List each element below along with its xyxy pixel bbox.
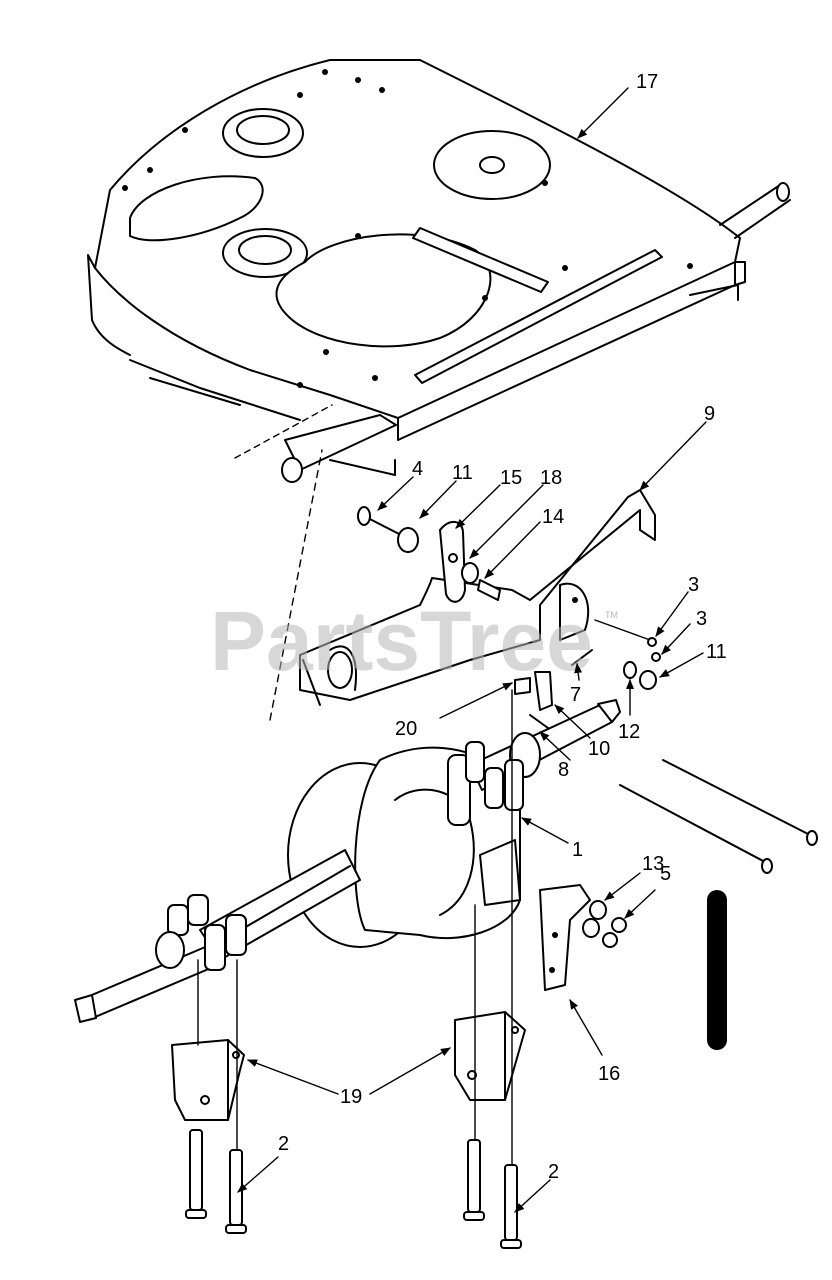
watermark-text: PartsTree bbox=[210, 594, 593, 688]
washer-nut-set bbox=[582, 900, 627, 948]
callout-18: 18 bbox=[540, 467, 562, 489]
transaxle bbox=[74, 699, 621, 1023]
callout-3-mid: 3 bbox=[696, 608, 707, 630]
callout-17: 17 bbox=[636, 71, 658, 93]
callout-8: 8 bbox=[558, 759, 569, 781]
callout-16: 16 bbox=[598, 1063, 620, 1085]
spring-clip bbox=[514, 671, 553, 729]
watermark: PartsTree TM bbox=[210, 594, 618, 688]
callout-1: 1 bbox=[572, 839, 583, 861]
callout-13: 13 bbox=[642, 853, 664, 875]
rods bbox=[619, 759, 818, 1050]
callout-20: 20 bbox=[395, 718, 417, 740]
assembly-lines bbox=[197, 689, 513, 1166]
callout-4: 4 bbox=[412, 458, 423, 480]
callout-9: 9 bbox=[704, 403, 715, 425]
callout-12: 12 bbox=[618, 721, 640, 743]
deck-plate bbox=[87, 59, 791, 721]
callout-15: 15 bbox=[500, 467, 522, 489]
callout-2-left: 2 bbox=[278, 1133, 289, 1155]
pivot-hardware bbox=[357, 506, 501, 603]
mount-brackets bbox=[171, 1011, 526, 1121]
callout-7: 7 bbox=[570, 684, 581, 706]
arm-bracket bbox=[539, 884, 591, 991]
bracket bbox=[299, 489, 656, 706]
callout-14: 14 bbox=[542, 506, 564, 528]
callout-2-right: 2 bbox=[548, 1161, 559, 1183]
right-hardware bbox=[571, 619, 661, 690]
leader-lines bbox=[237, 87, 707, 1213]
callout-labels: 17 9 4 11 15 18 14 3 3 11 7 12 20 10 8 1… bbox=[278, 71, 727, 1183]
callout-11-top: 11 bbox=[452, 462, 473, 484]
watermark-trademark: TM bbox=[605, 610, 618, 620]
callout-5: 5 bbox=[660, 863, 671, 885]
callout-19: 19 bbox=[340, 1086, 362, 1108]
callout-11-right: 11 bbox=[706, 641, 727, 663]
callout-3-top: 3 bbox=[688, 574, 699, 596]
callout-10: 10 bbox=[588, 738, 610, 760]
bolts bbox=[185, 1129, 522, 1249]
